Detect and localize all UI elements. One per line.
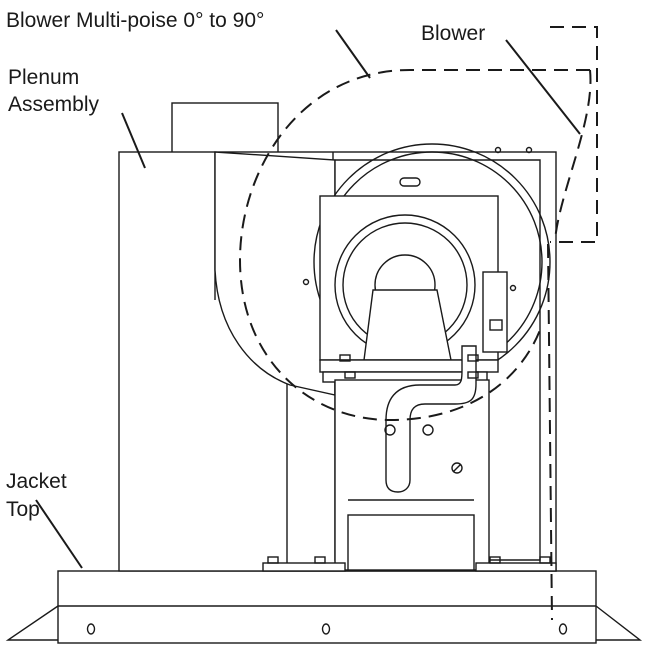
blower-multipoise-label: Blower Multi-poise 0° to 90° (6, 9, 264, 32)
plenum-label-line2: Assembly (8, 93, 100, 116)
jacket-label-line1: Jacket (6, 470, 67, 493)
blower-label: Blower (421, 22, 485, 45)
motor-mount (319, 195, 508, 383)
blower-multipoise-outline (238, 26, 598, 621)
leader-lines (35, 29, 581, 569)
motor-body (334, 345, 490, 571)
jacket-label-line2: Top (6, 498, 40, 521)
base-fasteners (262, 354, 557, 572)
plenum-label-line1: Plenum (8, 66, 79, 89)
jacket-top (5, 570, 643, 644)
